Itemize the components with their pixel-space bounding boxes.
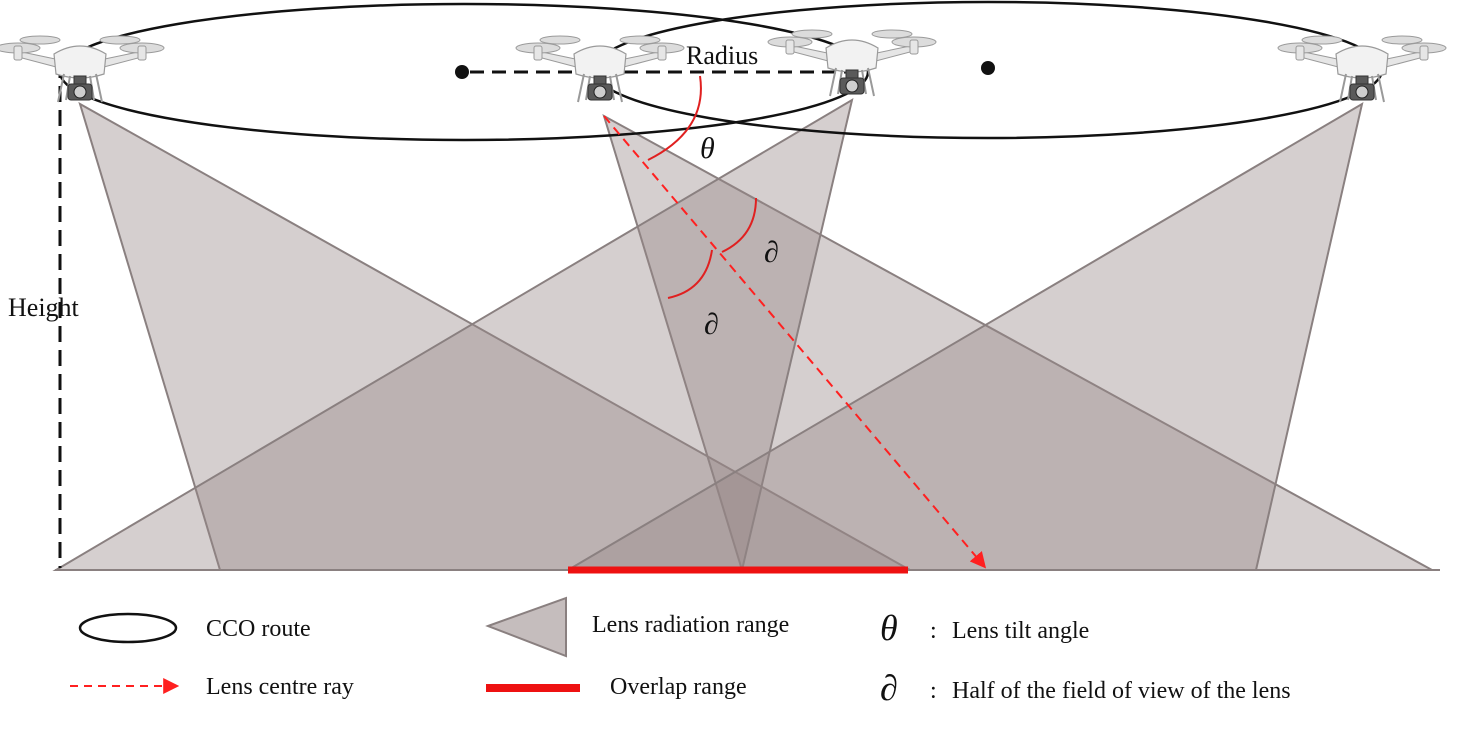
legend: CCO route Lens radiation range θ : Lens … bbox=[70, 596, 1291, 708]
legend-radiation-text: Lens radiation range bbox=[592, 612, 789, 638]
legend-tilt-separator: : bbox=[930, 618, 937, 644]
half-fov-arc-upper bbox=[721, 197, 757, 253]
route-center-right bbox=[981, 61, 995, 75]
half-fov-arc-lower bbox=[667, 249, 713, 299]
height-label: Height bbox=[8, 293, 80, 322]
half-fov-label-lower: ∂ bbox=[704, 308, 719, 341]
route-center-left bbox=[455, 65, 469, 79]
lens-radiation-cone-3 bbox=[52, 97, 854, 571]
legend-radiation-symbol bbox=[485, 596, 567, 658]
half-fov-label-upper: ∂ bbox=[764, 236, 779, 269]
lens-centre-ray bbox=[603, 115, 987, 569]
drone-icon bbox=[1277, 35, 1447, 103]
legend-ray-text: Lens centre ray bbox=[206, 674, 354, 700]
legend-tilt-text: Lens tilt angle bbox=[952, 618, 1089, 644]
drone-icon bbox=[515, 35, 685, 103]
drone-icon bbox=[0, 35, 165, 103]
legend-overlap-text: Overlap range bbox=[610, 674, 747, 700]
legend-halffov-separator: : bbox=[930, 678, 937, 704]
radius-label: Radius bbox=[686, 41, 758, 70]
lens-radiation-cone-4 bbox=[564, 101, 1364, 571]
legend-route-text: CCO route bbox=[206, 616, 311, 642]
legend-halffov-symbol: ∂ bbox=[880, 668, 898, 708]
legend-tilt-symbol: θ bbox=[880, 608, 898, 648]
tilt-angle-arc bbox=[647, 75, 702, 161]
drone-icon bbox=[767, 29, 937, 97]
theta-label: θ bbox=[700, 132, 715, 165]
legend-halffov-text: Half of the field of view of the lens bbox=[952, 678, 1291, 704]
legend-route-symbol bbox=[78, 612, 178, 644]
